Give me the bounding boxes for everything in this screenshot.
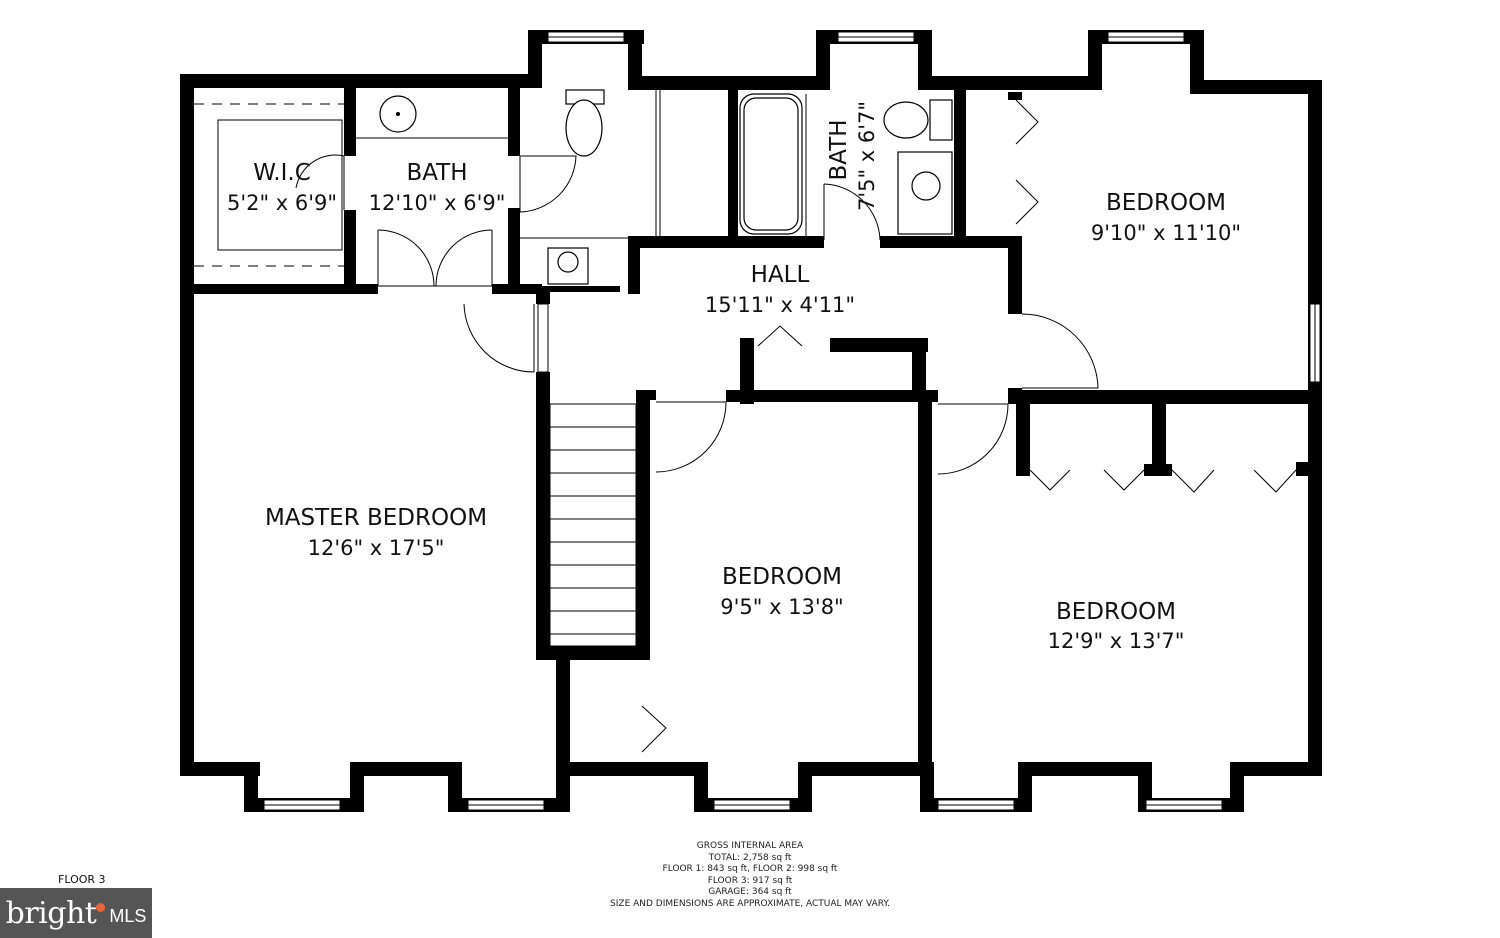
bedroom-ne-dims: 9'10" x 11'10"	[1091, 221, 1241, 245]
area-heading: GROSS INTERNAL AREA	[696, 841, 804, 851]
brand-word: bright	[5, 895, 97, 931]
area-disclaimer: SIZE AND DIMENSIONS ARE APPROXIMATE, ACT…	[610, 898, 890, 909]
bedroom-mid-dims: 9'5" x 13'8"	[720, 595, 843, 619]
bedroom-mid-name: BEDROOM	[722, 564, 842, 590]
master-bedroom-dims: 12'6" x 17'5"	[308, 536, 445, 560]
hall-name: HALL	[751, 262, 810, 288]
room-labels: W.I.C 5'2" x 6'9" BATH 12'10" x 6'9" BAT…	[227, 101, 1241, 653]
area-garage: GARAGE: 364 sq ft	[708, 887, 792, 897]
area-total: TOTAL: 2,758 sq ft	[708, 852, 792, 863]
wic-dims: 5'2" x 6'9"	[227, 191, 337, 215]
master-bath-name: BATH	[406, 160, 467, 186]
master-bedroom-name: MASTER BEDROOM	[265, 505, 487, 531]
hall-dims: 15'11" x 4'11"	[705, 293, 855, 317]
bedroom-ne-name: BEDROOM	[1106, 190, 1226, 216]
wic-name: W.I.C	[253, 160, 311, 186]
fixtures	[194, 89, 953, 647]
bedroom-se-name: BEDROOM	[1056, 599, 1176, 625]
area-floor-3: FLOOR 3: 917 sq ft	[707, 875, 793, 886]
doors	[295, 99, 1297, 753]
floor-label: FLOOR 3	[58, 873, 106, 886]
hall-bath-dims: 7'5" x 6'7"	[855, 101, 879, 211]
area-floors-1-2: FLOOR 1: 843 sq ft, FLOOR 2: 998 sq ft	[662, 864, 838, 874]
brand-suffix: MLS	[109, 905, 147, 926]
hall-bath-name: BATH	[826, 119, 852, 180]
bright-mls-logo: bright MLS	[0, 888, 152, 938]
gross-area-summary: GROSS INTERNAL AREA TOTAL: 2,758 sq ft F…	[560, 841, 940, 910]
bedroom-se-dims: 12'9" x 13'7"	[1048, 629, 1185, 653]
master-bath-dims: 12'10" x 6'9"	[369, 191, 506, 215]
brand-dot-icon	[96, 902, 106, 912]
windows	[263, 31, 1321, 811]
